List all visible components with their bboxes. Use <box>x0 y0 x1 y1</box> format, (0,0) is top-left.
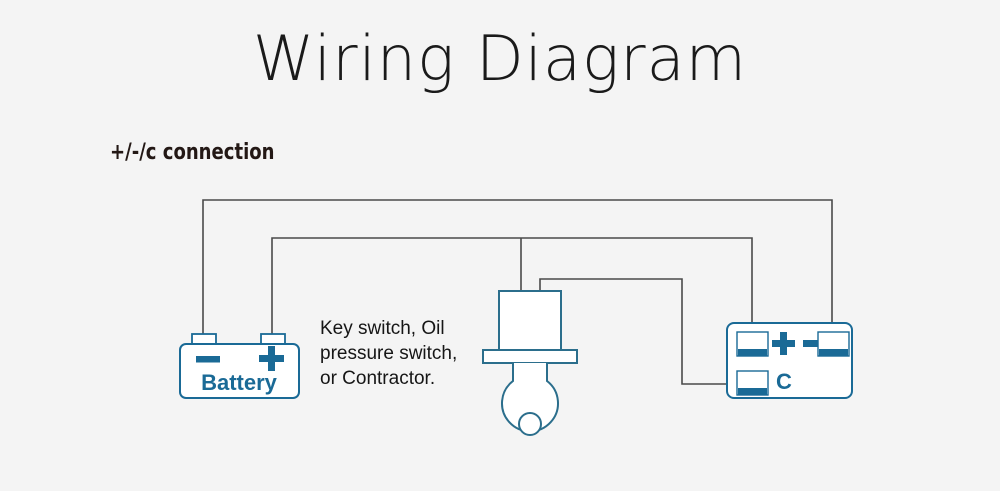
key-switch-icon[interactable] <box>482 290 578 436</box>
connector-terminal-c-contact <box>738 388 767 395</box>
wire-battery-pos-to-connector-plus <box>271 237 753 343</box>
connector-terminal-plus[interactable] <box>736 331 795 357</box>
connector-terminal-c[interactable]: C <box>736 369 792 396</box>
wire-switch-to-connector-c <box>539 278 737 385</box>
section-subtitle: +/-/c connection <box>110 140 275 165</box>
key-switch-note-line-1: Key switch, Oil <box>320 318 445 339</box>
bottom-white-strip <box>0 491 1000 497</box>
connector-terminal-plus-contact <box>738 349 767 356</box>
wire-layer <box>202 199 833 385</box>
key-switch-note-line-2: pressure switch, <box>320 343 458 364</box>
key-switch-note: Key switch, Oil pressure switch, or Cont… <box>320 316 500 391</box>
battery-label: Battery <box>201 370 278 395</box>
battery-component[interactable]: Battery <box>179 333 300 399</box>
connector-terminal-c-label: C <box>776 369 792 394</box>
battery-minus-symbol <box>196 356 220 363</box>
connector-terminal-minus[interactable] <box>803 331 850 357</box>
connector-box[interactable]: C <box>726 322 853 399</box>
battery-plus-symbol-v <box>268 346 275 371</box>
switch-bulb-contact <box>518 412 542 436</box>
connector-plus-symbol-v <box>780 332 787 355</box>
connector-terminal-minus-contact <box>819 349 848 356</box>
key-switch-note-line-3: or Contractor. <box>320 368 436 389</box>
connector-minus-symbol <box>803 340 826 347</box>
page-title: Wiring Diagram <box>252 22 748 95</box>
wire-battery-neg-to-connector-minus <box>202 199 833 343</box>
switch-body <box>498 290 562 351</box>
